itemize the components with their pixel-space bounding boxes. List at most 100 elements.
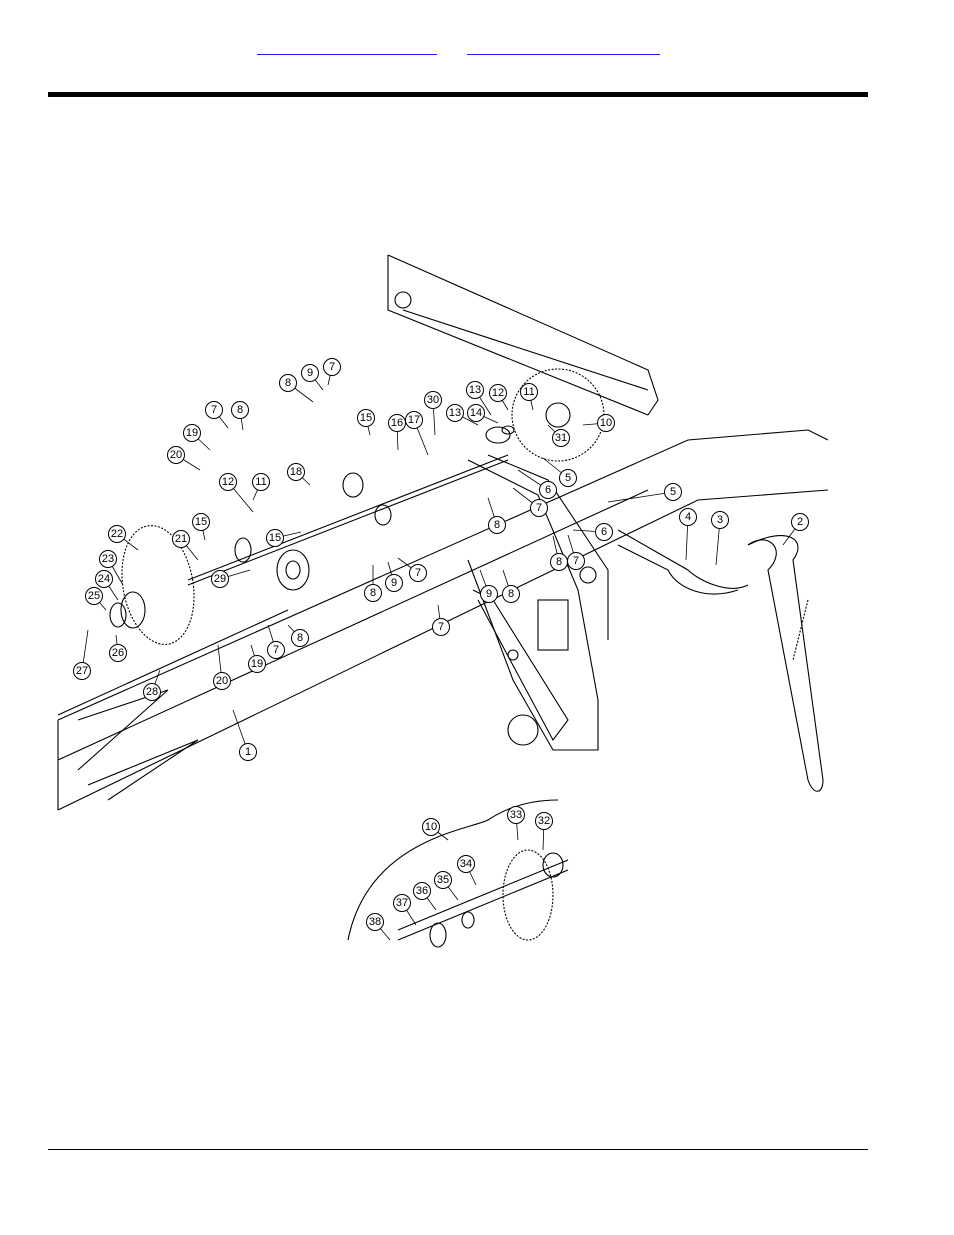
callout-label: 7 [329,361,335,373]
callout-c29: 29 [211,569,251,588]
header-link-1[interactable] [257,40,437,55]
callout-label: 15 [269,532,281,544]
callout-label: 20 [216,675,228,687]
callout-label: 37 [396,897,408,909]
callout-label: 8 [285,377,291,389]
callout-c13a: 13 [466,381,492,416]
callout-c8b: 8 [231,401,249,431]
hitch-pin [617,529,824,792]
callout-label: 7 [273,644,279,656]
callout-label: 20 [170,449,182,461]
callout-circle [550,553,568,571]
callout-circle [231,401,249,419]
callout-c8e: 8 [550,535,568,571]
drive-shaft [57,454,509,716]
callout-circle [366,913,384,931]
callout-c9b: 9 [385,561,403,592]
callout-c25: 25 [85,587,107,611]
callout-label: 12 [222,476,234,488]
callout-c7a: 7 [323,358,341,386]
callout-c15a: 15 [357,409,375,436]
callout-circle [552,429,570,447]
callout-c9a: 9 [301,364,324,391]
callout-circle [248,655,266,673]
callout-circle [108,525,126,543]
callout-c15b: 15 [192,513,210,541]
callout-label: 13 [449,407,461,419]
callout-c8c: 8 [364,565,382,602]
callout-circle [213,672,231,690]
callout-label: 8 [556,556,562,568]
callout-c22: 22 [108,525,139,551]
callout-circle [597,414,615,432]
callout-leader [607,491,674,503]
callout-label: 12 [492,387,504,399]
callout-label: 8 [370,587,376,599]
callout-label: 29 [214,573,226,585]
callout-circle [480,585,498,603]
callout-label: 15 [195,516,207,528]
callout-c31: 31 [547,424,570,447]
callout-label: 28 [146,686,158,698]
callout-label: 38 [369,916,381,928]
callout-circle [595,523,613,541]
callout-c16: 16 [388,414,406,451]
callout-c7e: 7 [567,534,585,570]
callout-circle [99,550,117,568]
callout-label: 22 [111,528,123,540]
callout-circle [267,641,285,659]
callout-circle [457,855,475,873]
callout-label: 8 [508,588,514,600]
callout-circle [95,570,113,588]
callout-circle [357,409,375,427]
callout-circle [385,574,403,592]
callout-c37: 37 [393,894,417,926]
callout-circle [535,812,553,830]
callout-label: 18 [290,466,302,478]
callout-circle [489,384,507,402]
callout-c20a: 20 [167,446,201,471]
callout-circle [364,584,382,602]
callout-label: 5 [565,472,571,484]
callout-circle [219,473,237,491]
callout-c15c: 15 [266,529,302,547]
callout-c33: 33 [507,806,525,841]
callout-label: 9 [307,367,313,379]
callout-circle [172,530,190,548]
callout-circle [507,806,525,824]
callout-circle [467,404,485,422]
callout-circle [252,473,270,491]
callout-c34: 34 [457,855,477,886]
callout-circle [424,391,442,409]
callout-label: 5 [670,486,676,498]
callout-circle [183,424,201,442]
callout-c19b: 19 [248,644,266,673]
callout-circle [239,743,257,761]
callout-c2: 2 [782,513,809,546]
callout-label: 7 [438,621,444,633]
large-sprocket-upper [511,368,605,462]
callout-label: 24 [98,573,110,585]
callout-label: 7 [415,567,421,579]
callout-c14: 14 [467,404,499,424]
large-sprocket-left [109,525,195,645]
callout-label: 26 [112,647,124,659]
callout-label: 7 [536,502,542,514]
callout-c21: 21 [172,530,199,561]
callout-circle [409,564,427,582]
callout-c32: 32 [535,812,553,851]
callout-label: 6 [601,526,607,538]
header-link-2[interactable] [467,40,660,55]
callout-c7b: 7 [205,401,229,429]
callout-circle [393,894,411,912]
callout-label: 10 [600,417,612,429]
callout-c26: 26 [109,634,127,662]
callout-circle [559,469,577,487]
callout-c3: 3 [711,511,729,566]
callout-c1: 1 [232,709,257,761]
callout-c8g: 8 [502,569,520,603]
callout-c20b: 20 [213,644,231,690]
callout-circle [530,499,548,517]
callout-c7f: 7 [267,624,285,659]
